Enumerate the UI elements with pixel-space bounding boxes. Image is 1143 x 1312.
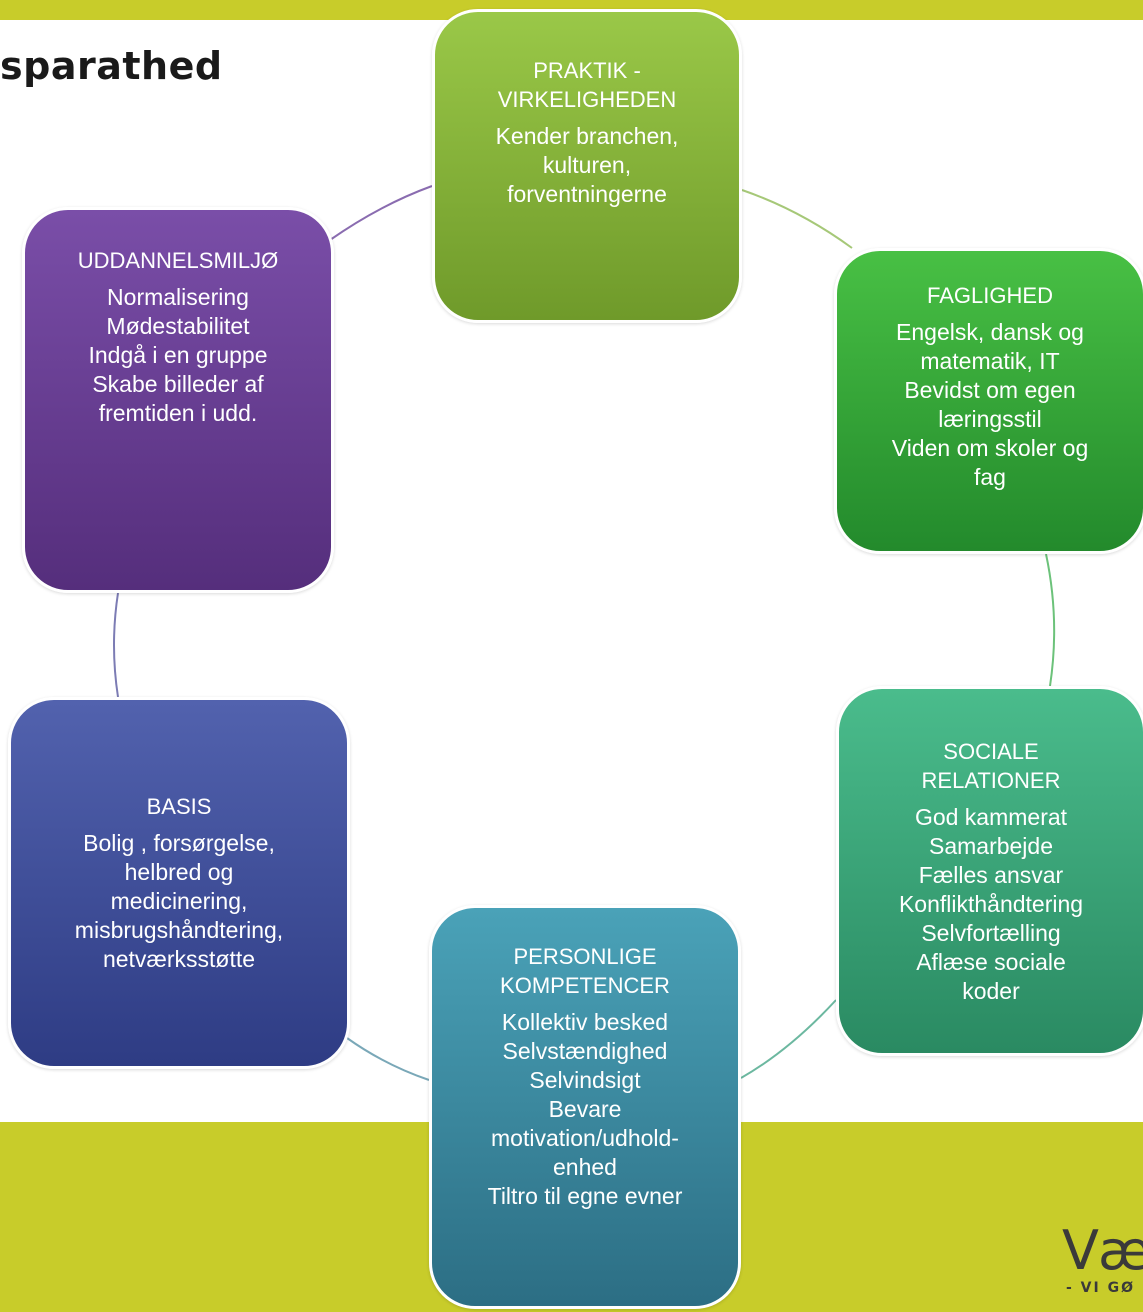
node-body: Kender branchen, kulturen, forventninger… [495,123,679,207]
node-heading: SOCIALE RELATIONER [921,738,1061,793]
connector-faglighed-sociale [1045,553,1056,687]
node-body: Kollektiv besked Selvstændighed Selvinds… [487,1009,683,1209]
node-body: Normalisering Mødestabilitet Indgå i en … [88,284,268,426]
connector-sociale-personlige [740,999,837,1079]
node-faglighed: FAGLIGHED Engelsk, dansk og matematik, I… [834,248,1143,554]
node-body: God kammerat Samarbejde Fælles ansvar Ko… [898,803,1084,1004]
connector-uddannelse-praktik [329,185,433,241]
node-sociale-relationer: SOCIALE RELATIONER God kammerat Samarbej… [836,686,1143,1056]
node-heading: UDDANNELSMILJØ [77,248,279,273]
node-heading: PRAKTIK - VIRKELIGHEDEN [497,58,677,112]
node-uddannelsmiljo: UDDANNELSMILJØ Normalisering Mødestabili… [22,207,334,593]
brand-logo: Væ - VI GØ [1062,1219,1143,1297]
node-praktik-virkeligheden: PRAKTIK - VIRKELIGHEDEN Kender branchen,… [432,9,742,323]
node-heading: PERSONLIGE KOMPETENCER [500,944,670,998]
logo-tagline: - VI GØ [1066,1280,1135,1296]
node-personlige-kompetencer: PERSONLIGE KOMPETENCER Kollektiv besked … [429,905,741,1309]
node-body: Engelsk, dansk og matematik, IT Bevidst … [891,319,1089,490]
node-heading: FAGLIGHED [927,283,1053,308]
connector-basis-uddannelse [113,592,119,698]
node-basis: BASIS Bolig , forsørgelse, helbred og me… [8,697,350,1069]
node-heading: BASIS [146,794,212,819]
page-title: sparathed [0,44,223,88]
logo-mark: Væ [1062,1219,1143,1282]
connector-personlige-basis [346,1037,430,1081]
connector-praktik-faglighed [741,189,853,249]
node-body: Bolig , forsørgelse, helbred og medicine… [74,830,284,972]
